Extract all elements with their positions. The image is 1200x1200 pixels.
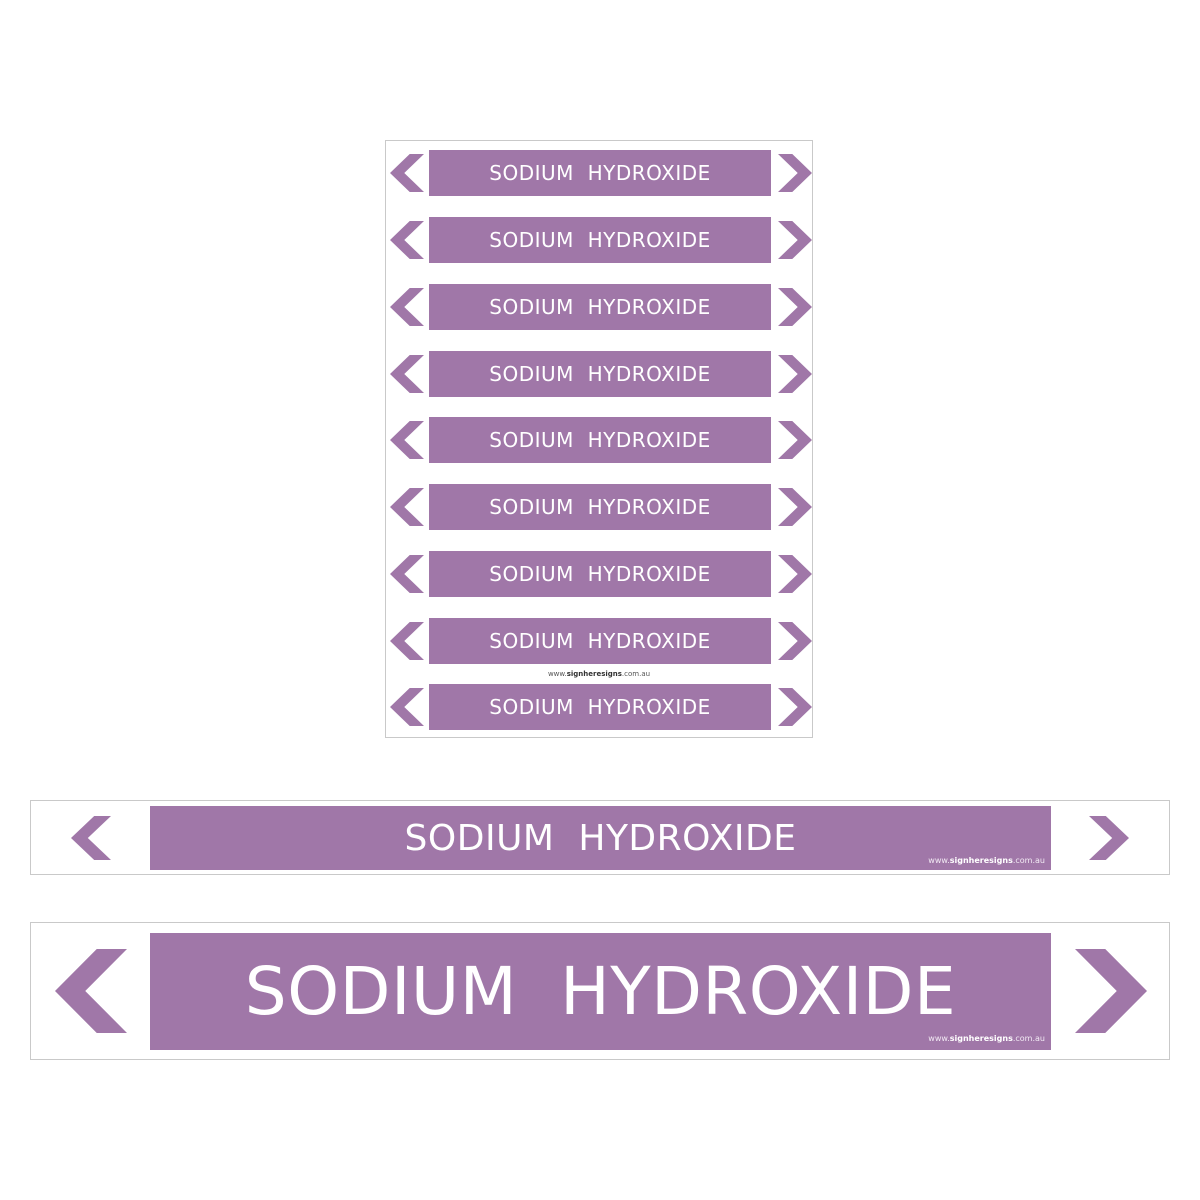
chevron-left-icon — [55, 949, 127, 1033]
sheet-label-row: SODIUM HYDROXIDE — [386, 618, 812, 664]
chevron-left-icon — [390, 488, 424, 526]
chevron-left-icon — [390, 622, 424, 660]
label-band: SODIUM HYDROXIDE — [429, 684, 771, 730]
chevron-right-icon — [778, 288, 812, 326]
chevron-right-icon — [778, 555, 812, 593]
chevron-left-icon — [71, 816, 111, 860]
sheet-label-row: SODIUM HYDROXIDE — [386, 351, 812, 397]
label-text: SODIUM HYDROXIDE — [489, 562, 711, 586]
sheet-label-row: SODIUM HYDROXIDE — [386, 484, 812, 530]
chevron-right-icon — [778, 355, 812, 393]
chevron-right-icon — [778, 221, 812, 259]
label-text: SODIUM HYDROXIDE — [489, 161, 711, 185]
chevron-left-icon — [390, 355, 424, 393]
chevron-right-icon — [778, 688, 812, 726]
label-band: SODIUM HYDROXIDE — [429, 618, 771, 664]
sheet-label-row: SODIUM HYDROXIDE — [386, 217, 812, 263]
chevron-left-icon — [390, 555, 424, 593]
chevron-right-icon — [778, 154, 812, 192]
chevron-left-icon — [390, 421, 424, 459]
label-band: SODIUM HYDROXIDE — [429, 417, 771, 463]
website-brand: signheresigns — [949, 1034, 1013, 1043]
chevron-left-icon — [390, 154, 424, 192]
label-band: SODIUM HYDROXIDE — [429, 351, 771, 397]
label-sheet: SODIUM HYDROXIDE SODIUM HYDROXIDE SODIUM H… — [385, 140, 813, 738]
band-website: www.signheresigns.com.au — [928, 856, 1045, 865]
label-text: SODIUM HYDROXIDE — [244, 953, 957, 1030]
website-brand: signheresigns — [566, 670, 622, 678]
label-band: SODIUM HYDROXIDE — [429, 484, 771, 530]
pipe-marker-medium: SODIUM HYDROXIDE www.signheresigns.com.a… — [30, 800, 1170, 875]
sheet-label-row: SODIUM HYDROXIDE — [386, 551, 812, 597]
label-text: SODIUM HYDROXIDE — [489, 428, 711, 452]
chevron-right-icon — [778, 421, 812, 459]
label-text: SODIUM HYDROXIDE — [489, 629, 711, 653]
website-prefix: www. — [547, 670, 567, 678]
label-band: SODIUM HYDROXIDE — [429, 217, 771, 263]
sheet-label-row: SODIUM HYDROXIDE — [386, 417, 812, 463]
chevron-left-icon — [390, 688, 424, 726]
sheet-label-row: SODIUM HYDROXIDE — [386, 150, 812, 196]
label-text: SODIUM HYDROXIDE — [404, 817, 797, 859]
label-text: SODIUM HYDROXIDE — [489, 695, 711, 719]
label-text: SODIUM HYDROXIDE — [489, 228, 711, 252]
website-suffix: .com.au — [621, 670, 651, 678]
sheet-website: www.signheresigns.com.au — [386, 670, 812, 678]
label-text: SODIUM HYDROXIDE — [489, 362, 711, 386]
chevron-left-icon — [390, 221, 424, 259]
chevron-left-icon — [390, 288, 424, 326]
label-band: SODIUM HYDROXIDE www.signheresigns.com.a… — [150, 806, 1051, 870]
pipe-marker-large: SODIUM HYDROXIDE www.signheresigns.com.a… — [30, 922, 1170, 1060]
label-band: SODIUM HYDROXIDE — [429, 551, 771, 597]
sheet-label-row: SODIUM HYDROXIDE — [386, 284, 812, 330]
website-prefix: www. — [928, 1034, 950, 1043]
chevron-right-icon — [778, 488, 812, 526]
sheet-label-row: SODIUM HYDROXIDE — [386, 684, 812, 730]
website-suffix: .com.au — [1012, 1034, 1045, 1043]
band-website: www.signheresigns.com.au — [928, 1034, 1045, 1043]
label-text: SODIUM HYDROXIDE — [489, 495, 711, 519]
label-band: SODIUM HYDROXIDE www.signheresigns.com.a… — [150, 933, 1051, 1050]
website-prefix: www. — [928, 856, 950, 865]
chevron-right-icon — [778, 622, 812, 660]
chevron-right-icon — [1089, 816, 1129, 860]
website-suffix: .com.au — [1012, 856, 1045, 865]
label-text: SODIUM HYDROXIDE — [489, 295, 711, 319]
website-brand: signheresigns — [949, 856, 1013, 865]
label-band: SODIUM HYDROXIDE — [429, 284, 771, 330]
label-band: SODIUM HYDROXIDE — [429, 150, 771, 196]
chevron-right-icon — [1075, 949, 1147, 1033]
